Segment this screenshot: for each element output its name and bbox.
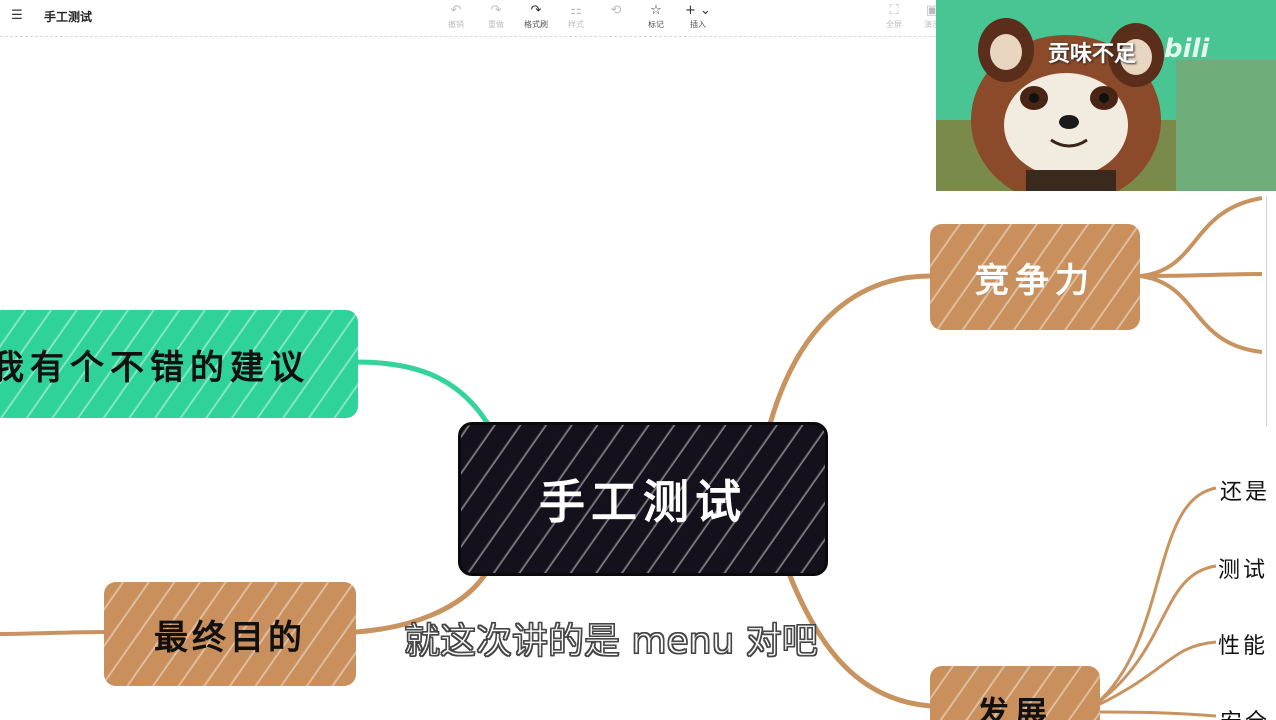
- style-button[interactable]: ⚏ 样式: [556, 2, 596, 34]
- final-goal-node-label: 最终目的: [154, 617, 306, 658]
- competitiveness-node[interactable]: 竞争力: [930, 224, 1140, 330]
- link-compete-child-2: [1139, 272, 1263, 278]
- development-child-2[interactable]: 测试: [1218, 558, 1269, 583]
- root-node[interactable]: 手工测试: [458, 422, 828, 576]
- link-compete-child-3: [1139, 274, 1263, 354]
- link-develop-child-4: [1099, 710, 1217, 718]
- link-root-suggestion: [353, 359, 491, 427]
- final-goal-node[interactable]: 最终目的: [104, 582, 356, 686]
- hamburger-menu-icon[interactable]: ☰: [11, 8, 23, 23]
- development-child-3[interactable]: 性能: [1218, 634, 1269, 659]
- plus-icon: + ⌄: [685, 3, 711, 18]
- suggestion-node[interactable]: 我有个不错的建议: [0, 310, 358, 418]
- insert-label: 插入: [690, 20, 706, 29]
- connector-icon: ⟲: [610, 3, 622, 18]
- development-child-4[interactable]: 安全: [1220, 704, 1270, 720]
- video-subtitle: 就这次讲的是 menu 对吧: [403, 620, 818, 662]
- present-label: 演示: [924, 20, 940, 29]
- link-compete-child-1: [1139, 196, 1263, 278]
- undo-button[interactable]: ↶ 撤销: [436, 2, 476, 34]
- development-child-1[interactable]: 还是: [1220, 480, 1271, 505]
- format-painter-icon: ↷: [530, 3, 542, 18]
- spacer-button[interactable]: ⟲: [596, 2, 636, 34]
- redo-button[interactable]: ↷ 重做: [476, 2, 516, 34]
- link-goal-offscreen: [0, 630, 106, 636]
- link-root-compete: [767, 273, 933, 427]
- insert-button[interactable]: + ⌄ 插入: [678, 2, 718, 34]
- canvas-scrollbar[interactable]: [1266, 196, 1275, 426]
- development-node-label: 发展: [976, 694, 1053, 720]
- present-icon: ▣: [925, 3, 939, 18]
- present-button[interactable]: ▣ 演示: [912, 2, 952, 34]
- undo-label: 撤销: [448, 20, 464, 29]
- streamer-name: 贡味不足: [1048, 42, 1137, 67]
- format-painter-label: 格式刷: [524, 20, 548, 29]
- style-label: 样式: [568, 20, 584, 29]
- undo-icon: ↶: [450, 3, 462, 18]
- link-develop-child-1: [1095, 486, 1217, 706]
- redo-icon: ↷: [490, 3, 502, 18]
- document-title: 手工测试: [44, 10, 93, 24]
- mark-button[interactable]: ☆ 标记: [636, 2, 676, 34]
- suggestion-node-label: 我有个不错的建议: [0, 347, 310, 388]
- fullscreen-button[interactable]: ⛶ 全屏: [874, 2, 914, 34]
- link-root-develop: [787, 573, 933, 709]
- link-root-goal: [353, 573, 487, 635]
- fullscreen-icon: ⛶: [889, 3, 899, 18]
- redo-label: 重做: [488, 20, 504, 29]
- style-icon: ⚏: [570, 3, 582, 18]
- fullscreen-label: 全屏: [886, 20, 902, 29]
- development-node[interactable]: 发展: [930, 666, 1100, 720]
- webcam-overlay: 贡味不足 bili: [936, 0, 1276, 191]
- star-icon: ☆: [650, 3, 662, 18]
- red-panda-avatar-image: [936, 0, 1276, 191]
- competitiveness-node-label: 竞争力: [975, 260, 1095, 301]
- bilibili-logo: bili: [1164, 34, 1210, 64]
- format-painter-button[interactable]: ↷ 格式刷: [516, 2, 556, 34]
- mark-label: 标记: [648, 20, 664, 29]
- root-node-label: 手工测试: [539, 475, 747, 529]
- link-develop-child-3: [1095, 640, 1217, 708]
- link-develop-child-2: [1095, 564, 1217, 706]
